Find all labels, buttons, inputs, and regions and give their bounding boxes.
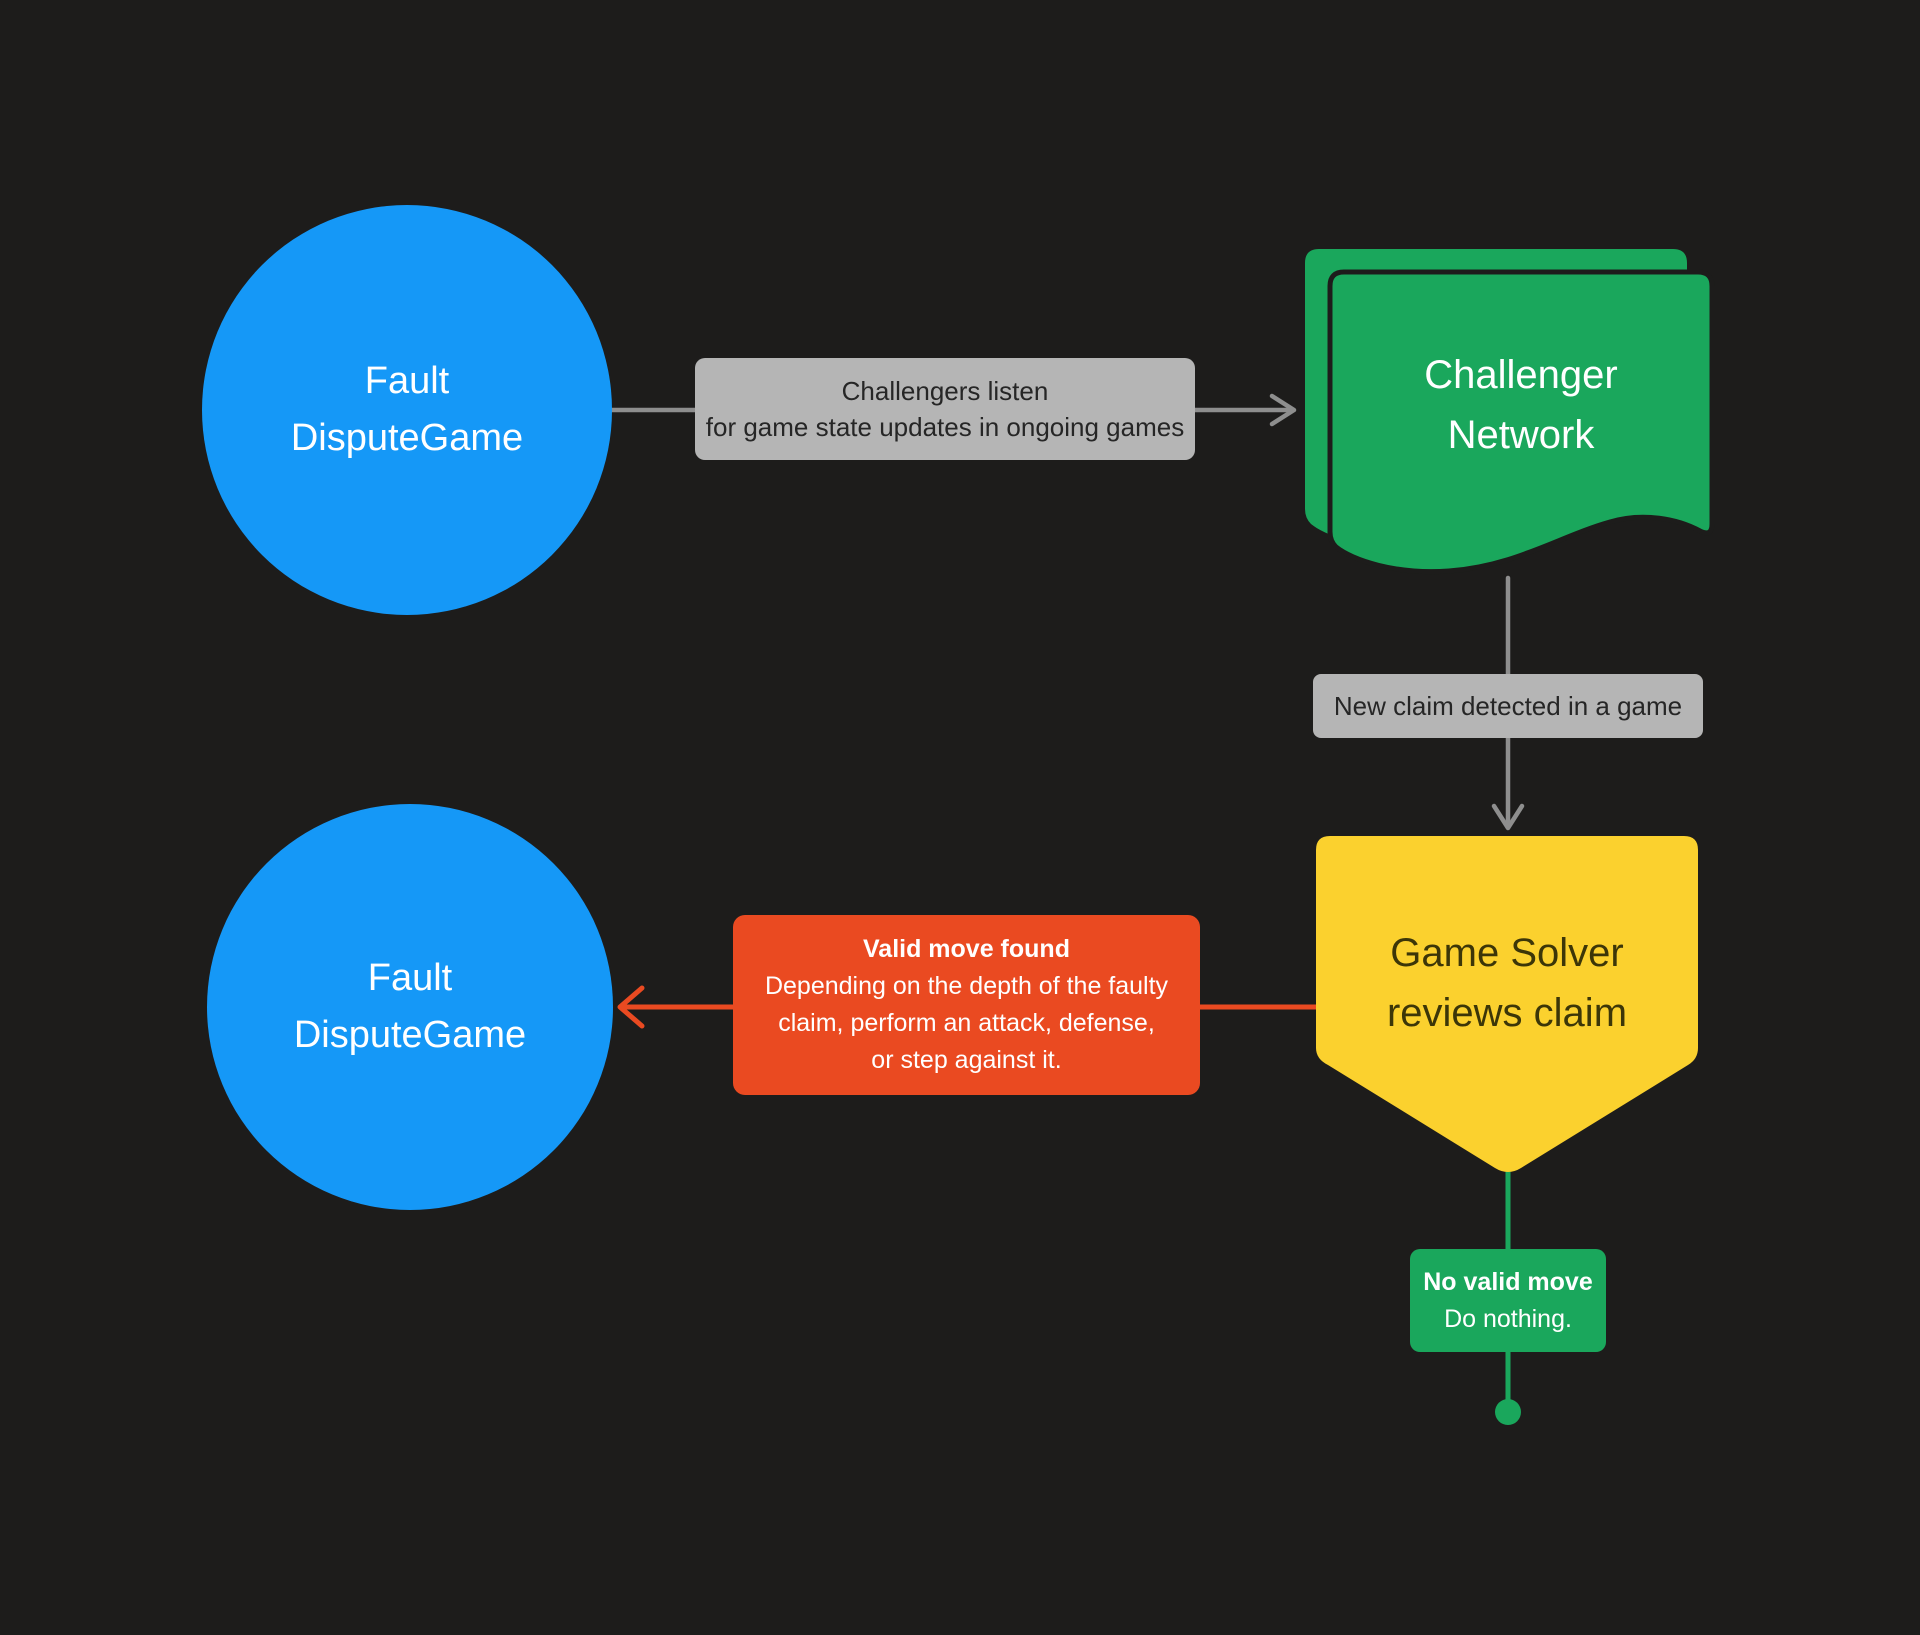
challenger-network-shape (1305, 249, 1715, 575)
end-dot-icon (1495, 1399, 1521, 1425)
game-solver-shape (1316, 836, 1698, 1172)
node-label-line: Challenger (1424, 353, 1618, 397)
node-label-line: Fault (364, 360, 450, 402)
node-label-line: Fault (367, 957, 453, 999)
edge-label-new-claim: New claim detected in a game (1313, 674, 1703, 738)
arrowhead-down-icon (1491, 803, 1525, 831)
no-valid-move-node: No valid move Do nothing. (1410, 1249, 1606, 1352)
edge-label-line: claim, perform an attack, defense, (778, 1009, 1155, 1037)
node-label-line: Network (1447, 413, 1595, 457)
node-label-line: reviews claim (1386, 990, 1628, 1035)
node-label-line: Do nothing. (1444, 1304, 1572, 1333)
edge-label-title: Valid move found (863, 935, 1070, 963)
edge-label-line: New claim detected in a game (1333, 691, 1683, 721)
fault-disputegame-node-bottom: Fault DisputeGame (207, 804, 613, 1210)
edge-label-challengers-listen: Challengers listen for game state update… (695, 358, 1195, 460)
document-front-icon (1327, 269, 1715, 575)
node-label-line: DisputeGame (293, 1014, 527, 1056)
node-label-title: No valid move (1423, 1267, 1593, 1296)
challenger-network-label: Challenger Network (1330, 280, 1712, 530)
node-label-line: Game Solver (1390, 930, 1624, 975)
arrowhead-right-icon (1269, 393, 1297, 427)
node-label-line: DisputeGame (290, 417, 524, 459)
game-solver-label: Game Solver reviews claim (1316, 840, 1698, 1125)
edge-label-line: Depending on the depth of the faulty (764, 972, 1169, 1000)
edge-label-line: Challengers listen (841, 376, 1049, 406)
fault-disputegame-node-top: Fault DisputeGame (202, 205, 612, 615)
edge-label-valid-move: Valid move found Depending on the depth … (733, 915, 1200, 1095)
edge-label-line: for game state updates in ongoing games (705, 412, 1185, 442)
edge-label-line: or step against it. (871, 1046, 1062, 1074)
arrowhead-left-icon (617, 985, 645, 1029)
